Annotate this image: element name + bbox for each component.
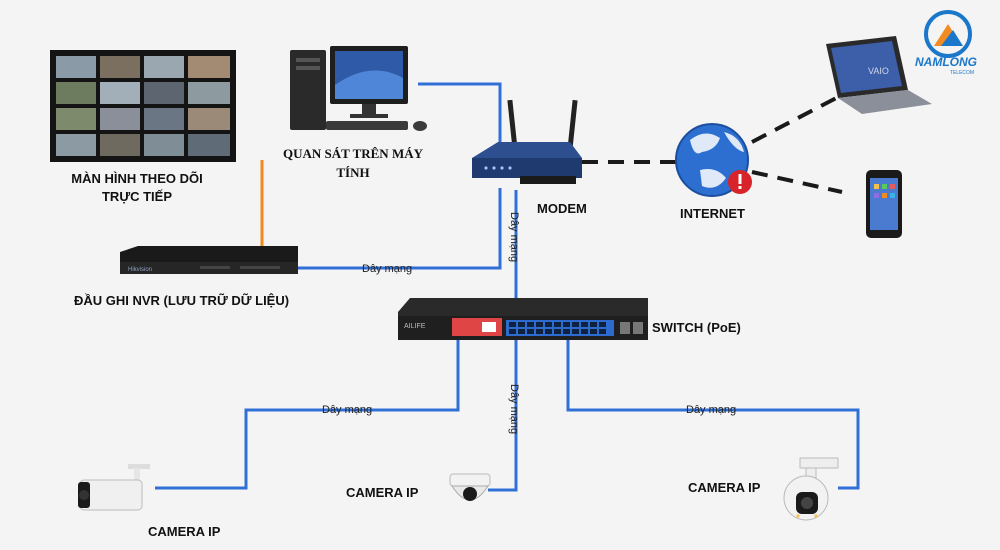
link-internet-phone <box>751 170 843 194</box>
cable-label-switch-cam-right: Dây mạng <box>686 404 736 416</box>
nvr-brand: Hikvision <box>128 267 152 273</box>
laptop-brand: VAIO <box>868 66 889 76</box>
cable-label-switch-cam-center: Dây mạng <box>508 384 520 434</box>
monitor-label-line1: MÀN HÌNH THEO DÕI <box>71 171 202 186</box>
laptop-icon: VAIO <box>826 36 932 114</box>
smartphone-icon <box>866 170 902 238</box>
cable-label-switch-cam-left: Dây mạng <box>322 404 372 416</box>
router-icon <box>472 99 582 184</box>
cable-switch-cam-left <box>155 338 460 490</box>
camera-right-label: CAMERA IP <box>688 480 761 495</box>
dome-camera-icon <box>449 473 491 501</box>
camera-feed-grid <box>56 56 230 156</box>
ptz-camera-icon <box>783 457 839 521</box>
logo-tagline: TELECOM <box>950 70 974 76</box>
monitor-label-line2: TRỰC TIẾP <box>102 189 172 204</box>
nvr-label: ĐẦU GHI NVR (LƯU TRỮ DỮ LIỆU) <box>74 293 289 308</box>
pc-label-line1: QUAN SÁT TRÊN MÁY <box>283 146 424 161</box>
internet-label: INTERNET <box>680 206 745 221</box>
cable-switch-cam-center <box>488 338 518 492</box>
pc-label-line2: TÍNH <box>336 165 369 180</box>
cable-pc-modem <box>418 82 502 148</box>
cable-label-nvr-modem: Dây mạng <box>362 263 412 275</box>
poe-switch-icon: AILIFE <box>398 298 648 340</box>
link-internet-laptop <box>751 93 843 144</box>
cable-switch-cam-right <box>566 338 860 490</box>
cable-nvr-modem <box>297 188 502 270</box>
network-cables <box>155 82 860 492</box>
cable-label-modem-switch: Dây mạng <box>508 212 520 262</box>
alert-icon <box>728 170 752 194</box>
desktop-computer-icon <box>290 46 427 131</box>
camera-center-label: CAMERA IP <box>346 485 419 500</box>
modem-label: MODEM <box>537 201 587 216</box>
logo-name: NAMLONG <box>915 55 977 69</box>
bullet-camera-icon <box>78 464 150 511</box>
camera-left-label: CAMERA IP <box>148 524 221 539</box>
switch-brand: AILIFE <box>404 323 426 330</box>
monitor-wall-icon <box>50 50 236 162</box>
company-logo: NAMLONG TELECOM <box>915 10 977 76</box>
nvr-icon: Hikvision <box>120 246 298 274</box>
wireless-links <box>582 93 843 194</box>
switch-label: SWITCH (PoE) <box>652 320 741 335</box>
